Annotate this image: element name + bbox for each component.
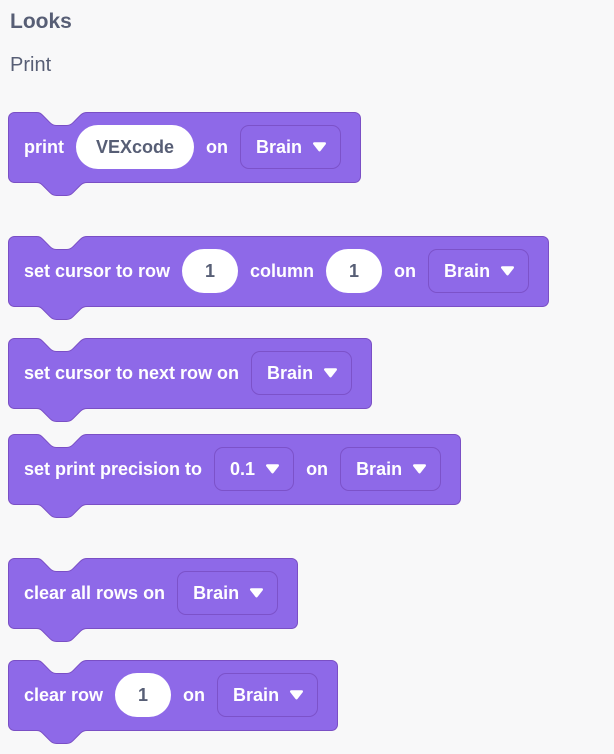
block-label: column: [250, 260, 315, 281]
block-content-row: print VEXcode on Brain: [8, 112, 359, 182]
block-shape: [8, 660, 338, 744]
block-label: on: [394, 260, 417, 281]
block-shape: [8, 558, 298, 642]
block-content-row: clear all rows on Brain: [8, 558, 296, 628]
dropdown-arrow-icon: [250, 588, 264, 598]
block-label: set cursor to next row on: [24, 362, 240, 383]
block-set-cursor-to-next-row[interactable]: set cursor to next row on Brain: [8, 338, 372, 422]
row-input[interactable]: 1: [182, 249, 239, 293]
dropdown-arrow-icon: [290, 690, 304, 700]
dropdown-arrow-icon: [501, 266, 515, 276]
dropdown-value: Brain: [356, 458, 403, 479]
block-label: set print precision to: [24, 458, 203, 479]
dropdown-value: 0.1: [230, 458, 256, 479]
dropdown-value: Brain: [193, 582, 240, 603]
block-clear-row[interactable]: clear row 1 on Brain: [8, 660, 338, 744]
row-input[interactable]: 1: [115, 673, 172, 717]
category-title: Looks: [10, 10, 72, 33]
device-dropdown[interactable]: Brain: [251, 351, 353, 395]
column-input[interactable]: 1: [326, 249, 383, 293]
dropdown-value: Brain: [444, 260, 491, 281]
device-dropdown[interactable]: Brain: [240, 125, 342, 169]
block-print[interactable]: print VEXcode on Brain: [8, 112, 361, 196]
block-shape: [8, 338, 372, 422]
device-dropdown[interactable]: Brain: [428, 249, 530, 293]
precision-dropdown[interactable]: 0.1: [214, 447, 295, 491]
dropdown-arrow-icon: [313, 142, 327, 152]
dropdown-arrow-icon: [413, 464, 427, 474]
section-title-print: Print: [10, 54, 52, 76]
dropdown-value: Brain: [233, 684, 280, 705]
dropdown-arrow-icon: [324, 368, 338, 378]
block-content-row: set print precision to 0.1 on Brain: [8, 434, 459, 504]
dropdown-arrow-icon: [266, 464, 280, 474]
block-content-row: set cursor to row 1 column 1 on Brain: [8, 236, 547, 306]
block-label: print: [24, 136, 64, 157]
block-label: on: [206, 136, 229, 157]
block-content-row: set cursor to next row on Brain: [8, 338, 370, 408]
block-set-cursor-to-row-column[interactable]: set cursor to row 1 column 1 on Brain: [8, 236, 549, 320]
block-clear-all-rows[interactable]: clear all rows on Brain: [8, 558, 298, 642]
block-label: on: [306, 458, 329, 479]
device-dropdown[interactable]: Brain: [177, 571, 279, 615]
block-content-row: clear row 1 on Brain: [8, 660, 336, 730]
block-set-print-precision[interactable]: set print precision to 0.1 on Brain: [8, 434, 461, 518]
block-label: on: [183, 684, 206, 705]
dropdown-value: Brain: [267, 362, 314, 383]
block-label: clear all rows on: [24, 582, 166, 603]
block-shape: [8, 236, 549, 320]
block-label: set cursor to row: [24, 260, 171, 281]
device-dropdown[interactable]: Brain: [217, 673, 319, 717]
print-text-input[interactable]: VEXcode: [76, 125, 195, 169]
block-label: clear row: [24, 684, 104, 705]
device-dropdown[interactable]: Brain: [340, 447, 442, 491]
dropdown-value: Brain: [256, 136, 303, 157]
